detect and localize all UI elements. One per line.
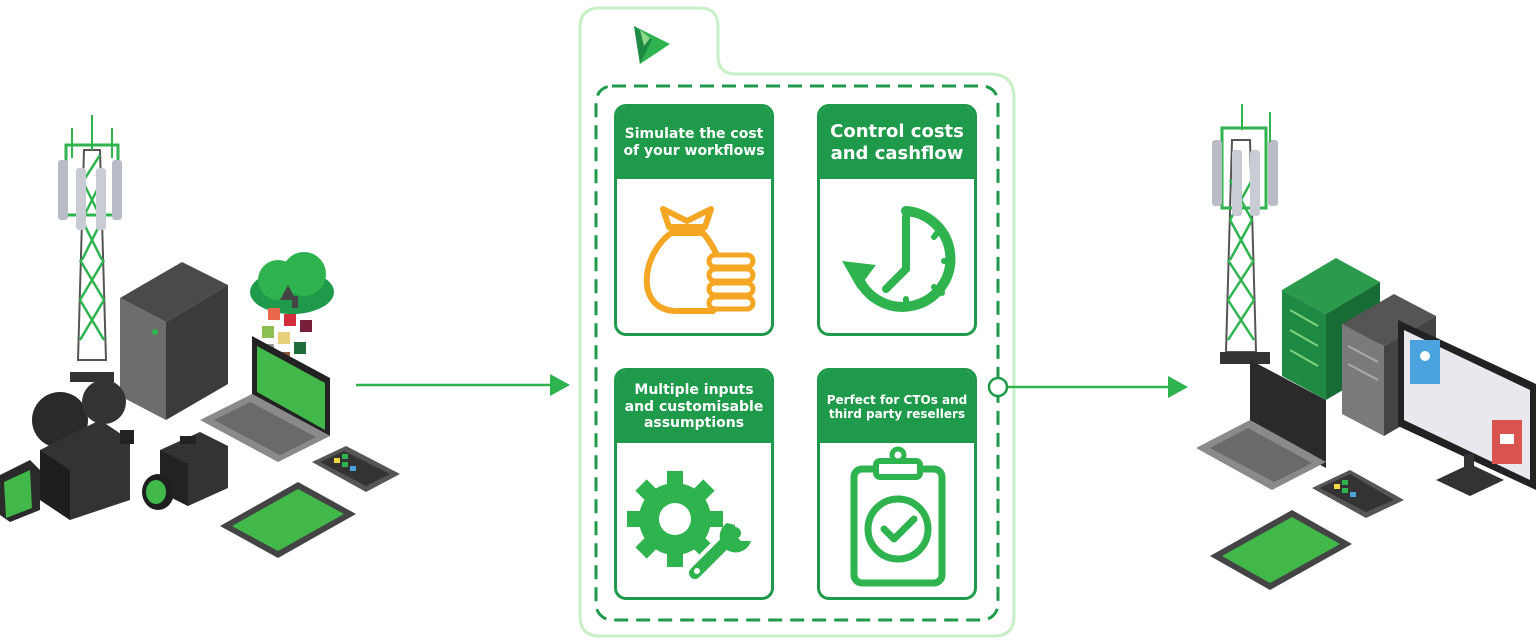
laptop-icon xyxy=(200,336,330,462)
arrow-left-to-center xyxy=(356,374,570,396)
video-camera-icon xyxy=(0,380,134,522)
cloud-icon xyxy=(250,252,334,314)
gear-wrench-icon xyxy=(617,443,771,597)
feature-card-control-costs: Control costs and cashflow xyxy=(817,104,977,336)
cell-tower-icon xyxy=(1212,104,1278,364)
feature-card-simulate-cost: Simulate the cost of your workflows xyxy=(614,104,774,336)
left-device-cluster xyxy=(0,115,400,558)
cell-tower-icon xyxy=(58,115,122,382)
brand-logo-icon xyxy=(634,26,670,64)
photo-camera-icon xyxy=(142,432,228,510)
clipboard-check-icon xyxy=(820,443,974,597)
card-title: Control costs and cashflow xyxy=(820,107,974,179)
feature-card-multiple-inputs: Multiple inputs and customisable assumpt… xyxy=(614,368,774,600)
right-device-cluster xyxy=(1196,104,1536,590)
phone-icon xyxy=(312,446,400,492)
money-bag-coins-icon xyxy=(617,179,771,333)
phone-icon xyxy=(1312,470,1404,518)
card-title: Perfect for CTOs and third party reselle… xyxy=(820,371,974,443)
card-title: Simulate the cost of your workflows xyxy=(617,107,771,179)
clock-history-icon xyxy=(820,179,974,333)
central-panel-outline xyxy=(578,6,1016,638)
arrow-center-to-right xyxy=(987,376,1188,398)
monitor-icon xyxy=(1398,320,1536,496)
server-tower-icon xyxy=(120,262,228,420)
feature-card-perfect-for-ctos: Perfect for CTOs and third party reselle… xyxy=(817,368,977,600)
tablet-icon xyxy=(220,482,356,558)
laptop-icon xyxy=(1196,360,1326,490)
tablet-icon xyxy=(1210,510,1352,590)
card-title: Multiple inputs and customisable assumpt… xyxy=(617,371,771,443)
